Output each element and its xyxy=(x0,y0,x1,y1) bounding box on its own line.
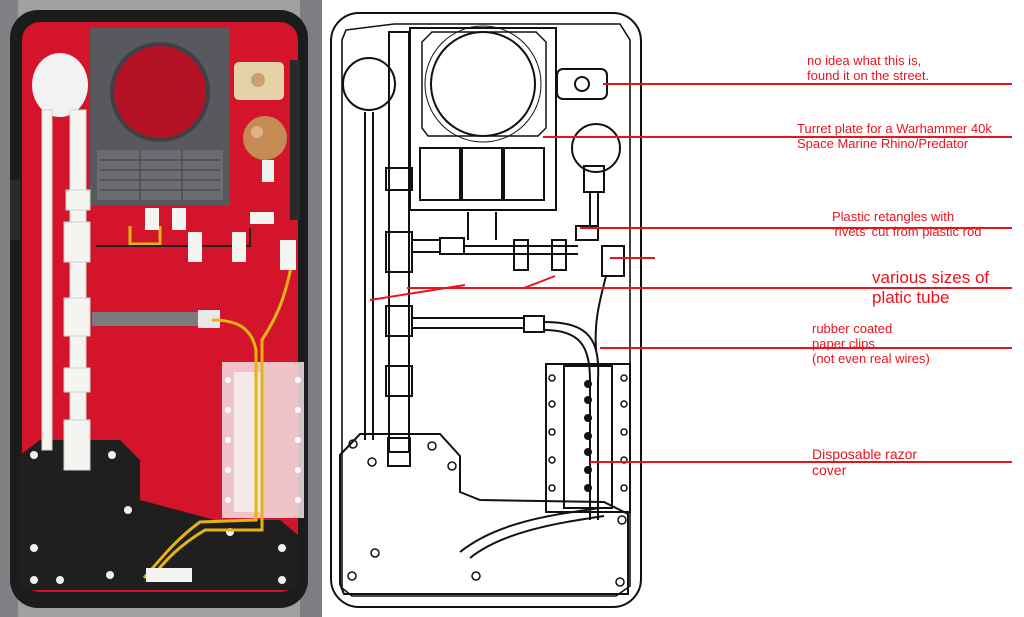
white-dome xyxy=(32,53,88,117)
annotation-street-object: no idea what this is, found it on the st… xyxy=(807,53,930,83)
street-object-outline xyxy=(556,68,608,100)
razor-cover-outline xyxy=(545,363,631,513)
annotation-razor-cover: Disposable razor cover xyxy=(812,446,918,479)
turret-plate xyxy=(90,28,230,206)
bottom-plate xyxy=(20,440,298,590)
case-outline xyxy=(330,12,642,608)
annotation-plastic-rectangles: Plastic retangles with 'rivets' cut from… xyxy=(832,209,982,239)
annotation-turret-plate: Turret plate for a Warhammer 40k Space M… xyxy=(797,121,992,151)
leader-lines xyxy=(369,83,1012,463)
yellow-wires xyxy=(128,226,294,581)
turret-plate-outline xyxy=(409,27,557,211)
plastic-tubes xyxy=(41,109,91,471)
street-object xyxy=(234,62,284,100)
annotation-paper-clips: rubber coated paper clips (not even real… xyxy=(812,321,930,366)
line-diagram xyxy=(330,12,1012,608)
razor-cover-holes xyxy=(584,380,592,492)
annotation-plastic-tube: various sizes of platic tube xyxy=(872,268,990,307)
build-photo xyxy=(0,0,322,617)
